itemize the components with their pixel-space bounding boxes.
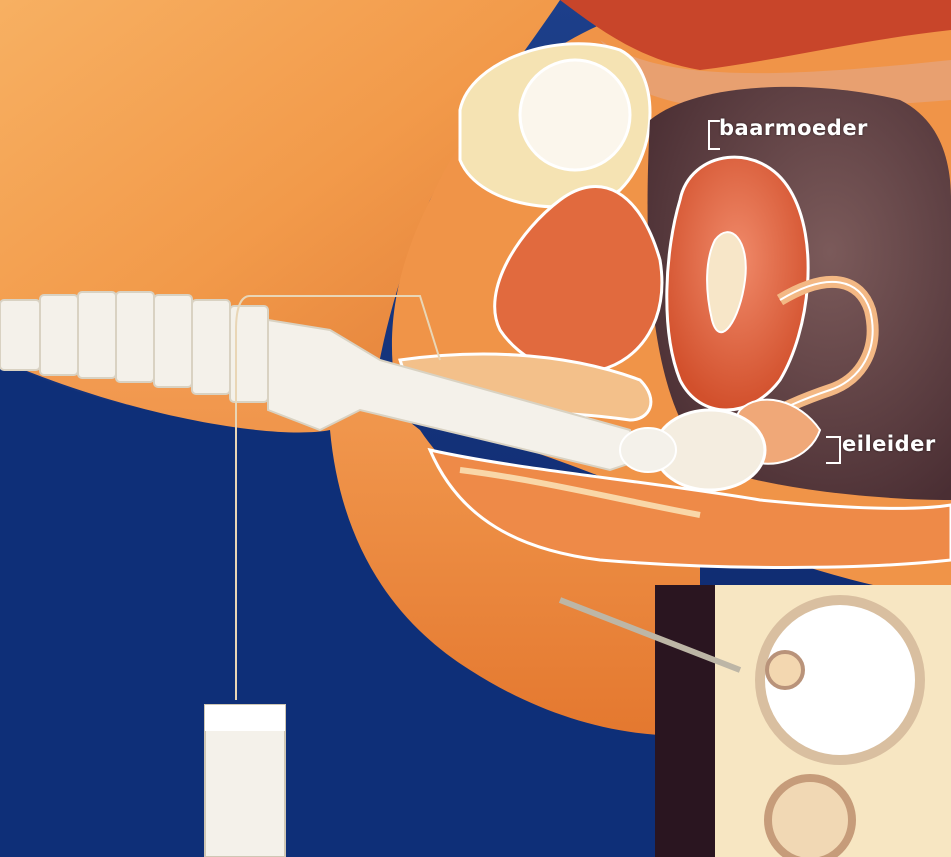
probe-tip	[620, 428, 676, 472]
inset-border-dark	[655, 585, 715, 857]
uterus-label: baarmoeder	[719, 116, 868, 140]
bladder-inner	[520, 60, 630, 170]
fallopian-tube-label: eileider	[842, 432, 936, 456]
follicle-small	[768, 778, 852, 857]
collection-tube-cap	[205, 705, 285, 731]
fallopian-tube-label-bracket	[826, 436, 841, 464]
follicle-egg	[767, 652, 803, 688]
